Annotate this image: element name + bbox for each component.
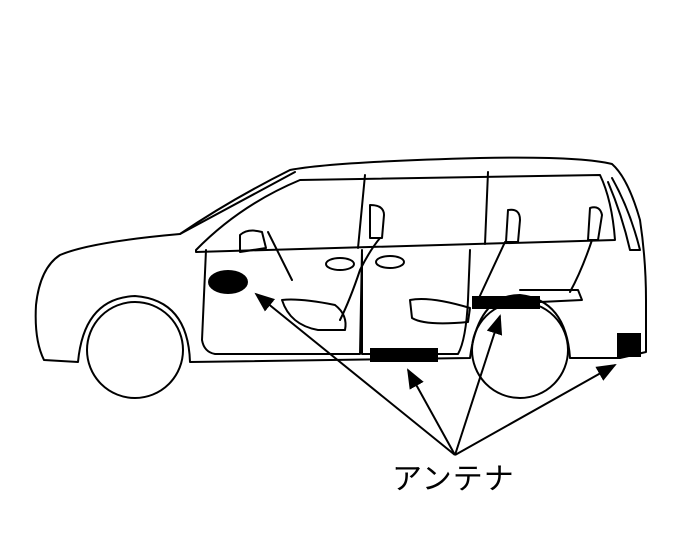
front-door: [201, 249, 363, 355]
arrow-to-front: [254, 292, 456, 456]
antenna-rear-bumper: [617, 333, 641, 357]
windows: [195, 174, 616, 253]
rear-wheel: [471, 301, 569, 399]
front-wheel: [86, 301, 184, 399]
arrow-to-rear-seat: [454, 314, 503, 456]
car-body-outline: [34, 156, 647, 363]
antenna-door-sill: [370, 348, 438, 362]
antenna-rear-seat: [472, 296, 540, 309]
arrow-to-sill: [407, 368, 456, 456]
antenna-front: [208, 270, 248, 294]
antenna-label: アンテナ: [392, 462, 515, 497]
arrow-to-bumper: [454, 364, 617, 456]
sliding-door: [361, 249, 471, 355]
